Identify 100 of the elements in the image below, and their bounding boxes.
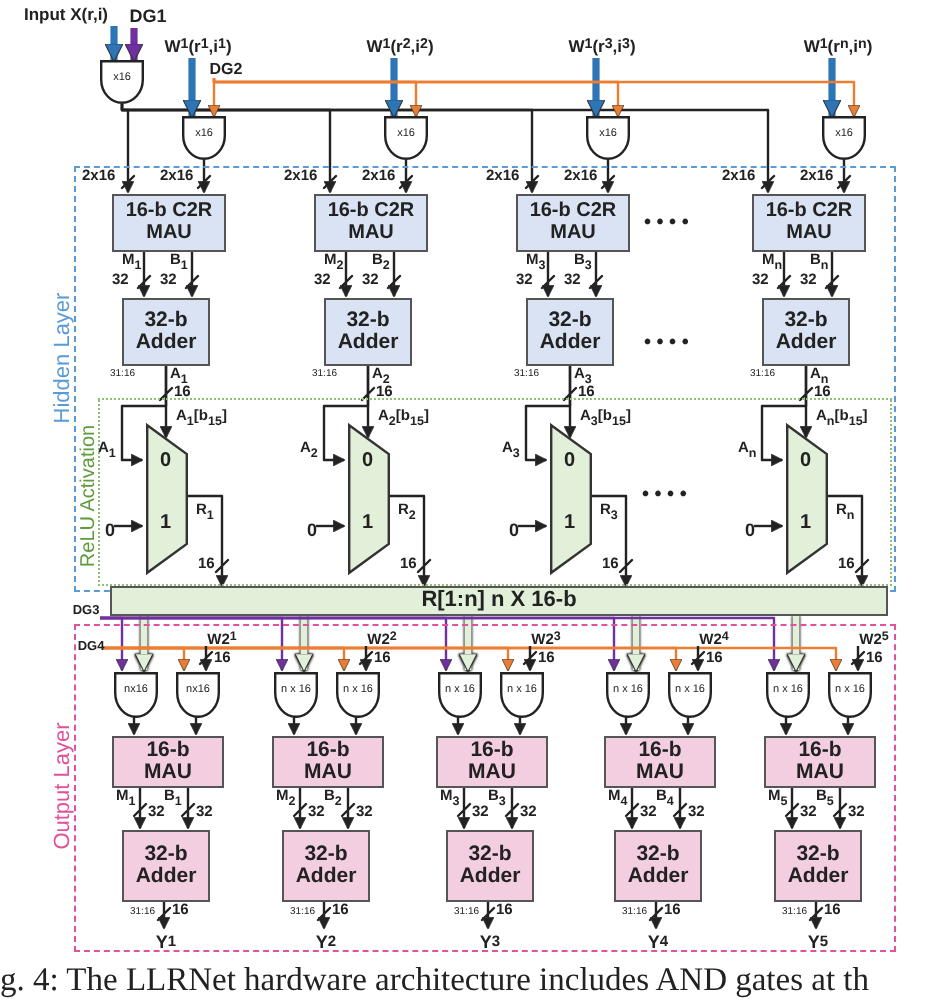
and-gate	[766, 672, 810, 718]
block-label: 32-b Adder	[459, 843, 521, 889]
arrow	[824, 250, 840, 298]
signal-label: DG2	[206, 60, 246, 78]
adder-box	[774, 830, 862, 902]
mac-unit-box	[764, 736, 876, 788]
arrow	[340, 786, 356, 830]
figure-caption: g. 4: The LLRNet hardware architecture includes AND gates at th	[0, 964, 870, 997]
arrow	[626, 616, 646, 673]
arrow	[836, 160, 852, 194]
arrow	[184, 250, 200, 298]
arrow	[456, 786, 472, 830]
and-gate	[500, 672, 544, 718]
adder-box	[614, 830, 702, 902]
arrow	[294, 616, 314, 673]
arrow	[824, 494, 870, 588]
arrow	[100, 616, 781, 672]
arrow	[451, 716, 465, 736]
ellipsis-dots: • • • •	[644, 334, 689, 354]
arrow	[386, 250, 402, 298]
block-label: 16-b MAU	[304, 739, 352, 785]
mac-unit-box	[436, 736, 548, 788]
arrow	[127, 716, 141, 736]
multiplexer	[786, 424, 828, 574]
arrow	[784, 786, 800, 830]
mac-unit-box	[314, 194, 428, 252]
and-gate	[176, 672, 220, 718]
arrow	[120, 364, 168, 467]
arrow	[779, 716, 793, 736]
arrow	[522, 646, 538, 672]
arrow	[196, 160, 212, 194]
arrow	[841, 716, 855, 736]
block-label: 32-b Adder	[539, 309, 601, 355]
mac-unit-box	[112, 736, 224, 788]
block-label: R[1:n] n X 16-b	[421, 589, 577, 613]
arrow	[124, 28, 144, 63]
adder-box	[762, 298, 850, 366]
arrow	[754, 519, 784, 533]
arrow	[760, 364, 808, 467]
arrow	[681, 716, 695, 736]
signal-label: DG1	[124, 4, 172, 28]
block-label: 32-b Adder	[135, 309, 197, 355]
mux-input-label: 0	[160, 452, 172, 472]
arrow	[808, 900, 824, 930]
arrow	[322, 364, 370, 467]
block-label: 32-b Adder	[627, 843, 689, 889]
signal-label: 0	[506, 518, 522, 542]
and-gate	[114, 672, 158, 718]
mux-input-label: 0	[800, 452, 812, 472]
arrow	[104, 26, 124, 63]
arrow	[114, 519, 144, 533]
arrow	[690, 646, 706, 672]
region-heading: Output Layer	[53, 722, 75, 850]
arrow	[120, 103, 776, 194]
arrow	[850, 646, 866, 672]
mac-unit-box	[752, 194, 866, 252]
arrow	[132, 786, 148, 830]
and-gate	[274, 672, 318, 718]
arrow	[518, 519, 548, 533]
ellipsis-dots: • • • •	[642, 486, 687, 506]
arrow	[316, 519, 346, 533]
arrow	[292, 786, 308, 830]
block-label: 16-b MAU	[468, 739, 516, 785]
arrow	[189, 716, 203, 736]
adder-box	[446, 830, 534, 902]
arrow	[619, 716, 633, 736]
arrow	[504, 786, 520, 830]
arrow	[102, 646, 843, 672]
and-gate	[384, 116, 428, 160]
arrow	[832, 786, 848, 830]
block-label: 16-b C2R MAU	[325, 202, 417, 244]
block-label: 16-b MAU	[636, 739, 684, 785]
and-gate	[668, 672, 712, 718]
arrow	[588, 494, 634, 588]
arrow	[212, 77, 861, 118]
arrow	[540, 250, 556, 298]
signal-label: 0	[742, 518, 758, 542]
arrow	[180, 786, 196, 830]
block-label: 16-b C2R MAU	[527, 202, 619, 244]
block-label: 16-b C2R MAU	[123, 202, 215, 244]
mac-unit-box	[272, 736, 384, 788]
arrow	[338, 250, 354, 298]
multiplexer	[550, 424, 592, 574]
block-label: 32-b Adder	[337, 309, 399, 355]
and-gate	[182, 116, 226, 160]
arrow	[184, 494, 230, 588]
adder-box	[282, 830, 370, 902]
arrow	[480, 900, 496, 930]
mux-input-label: 1	[160, 514, 172, 534]
arrow	[822, 58, 842, 119]
mux-input-label: 1	[564, 514, 576, 534]
block-label: 32-b Adder	[135, 843, 197, 889]
mac-unit-box	[604, 736, 716, 788]
arrow	[624, 786, 640, 830]
and-gate	[606, 672, 650, 718]
block-label: 16-b MAU	[144, 739, 192, 785]
register-bar	[110, 586, 888, 616]
region-heading: Hidden Layer	[53, 292, 75, 424]
mux-input-label: 0	[362, 452, 374, 472]
mux-input-label: 1	[362, 514, 374, 534]
